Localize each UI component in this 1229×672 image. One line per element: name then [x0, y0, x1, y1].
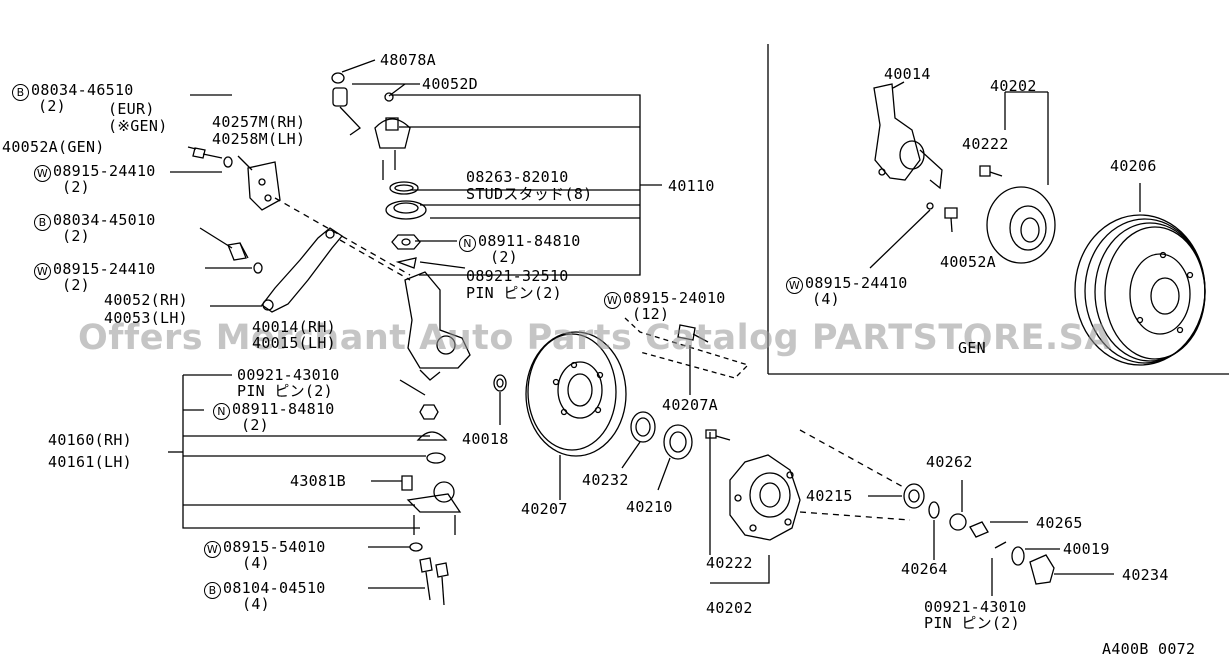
label-eur: (EUR) [108, 100, 155, 118]
label-40018: 40018 [462, 430, 509, 448]
label-08915-54010-qty: (4) [242, 554, 270, 572]
inset-label-40014: 40014 [884, 65, 931, 83]
label-43081B: 43081B [290, 472, 346, 490]
washer-symbol-icon: W [204, 541, 221, 558]
washer-symbol-icon: W [34, 165, 51, 182]
label-08034-46510-qty: (2) [38, 97, 66, 115]
inset-label-gen: GEN [958, 339, 986, 357]
nut-symbol-icon: N [459, 235, 476, 252]
label-40258M: 40258M(LH) [212, 130, 306, 148]
label-40207: 40207 [521, 500, 568, 518]
label-40232: 40232 [582, 471, 629, 489]
label-40014-rh: 40014(RH) [252, 318, 336, 336]
inset-label-40202: 40202 [990, 77, 1037, 95]
label-gen-star: (※GEN) [108, 117, 168, 135]
label-40210: 40210 [626, 498, 673, 516]
watermark: Offers Merchant Auto Parts Catalog PARTS… [78, 318, 1112, 358]
label-40257M: 40257M(RH) [212, 113, 306, 131]
label-pin-c: PIN ピン(2) [924, 614, 1020, 632]
label-40265: 40265 [1036, 514, 1083, 532]
label-48078A: 48078A [380, 51, 436, 69]
label-40052A-gen: 40052A(GEN) [2, 138, 105, 156]
inset-label-40222: 40222 [962, 135, 1009, 153]
label-40019: 40019 [1063, 540, 1110, 558]
nut-symbol-icon: N [213, 403, 230, 420]
label-40161: 40161(LH) [48, 453, 132, 471]
bolt-symbol-icon: B [204, 582, 221, 599]
label-08034-45010-qty: (2) [62, 227, 90, 245]
label-40264: 40264 [901, 560, 948, 578]
label-08915-24410-b-qty: (2) [62, 276, 90, 294]
label-40262: 40262 [926, 453, 973, 471]
label-stud: STUDスタッド(8) [466, 185, 593, 203]
label-00921-43010-a: 00921-43010 [237, 366, 340, 384]
label-08263-82010: 08263-82010 [466, 168, 569, 186]
label-00921-43010-b: 00921-43010 [924, 598, 1027, 616]
label-40015-lh: 40015(LH) [252, 334, 336, 352]
label-08915-24410-a-qty: (2) [62, 178, 90, 196]
inset-label-08915-24410-qty: (4) [812, 290, 840, 308]
inset-label-40206: 40206 [1110, 157, 1157, 175]
label-40222: 40222 [706, 554, 753, 572]
label-pin-b: PIN ピン(2) [237, 382, 333, 400]
washer-symbol-icon: W [604, 292, 621, 309]
label-08104-04510-qty: (4) [242, 595, 270, 613]
washer-symbol-icon: W [34, 263, 51, 280]
inset-label-40052A: 40052A [940, 253, 996, 271]
label-40202: 40202 [706, 599, 753, 617]
diagram-code: A400B 0072 [1102, 640, 1196, 658]
label-40234: 40234 [1122, 566, 1169, 584]
label-40207A: 40207A [662, 396, 718, 414]
label-08915-24010-qty: (12) [632, 305, 670, 323]
label-40110: 40110 [668, 177, 715, 195]
label-pin-a: PIN ピン(2) [466, 284, 562, 302]
label-08911-84810-a-qty: (2) [490, 248, 518, 266]
label-40215: 40215 [806, 487, 853, 505]
label-08911-84810-b-qty: (2) [241, 416, 269, 434]
bolt-symbol-icon: B [12, 84, 29, 101]
washer-symbol-icon: W [786, 277, 803, 294]
label-40052D: 40052D [422, 75, 478, 93]
label-40053-lh: 40053(LH) [104, 309, 188, 327]
label-08921-32510: 08921-32510 [466, 267, 569, 285]
label-40160: 40160(RH) [48, 431, 132, 449]
bolt-symbol-icon: B [34, 214, 51, 231]
label-40052-rh: 40052(RH) [104, 291, 188, 309]
